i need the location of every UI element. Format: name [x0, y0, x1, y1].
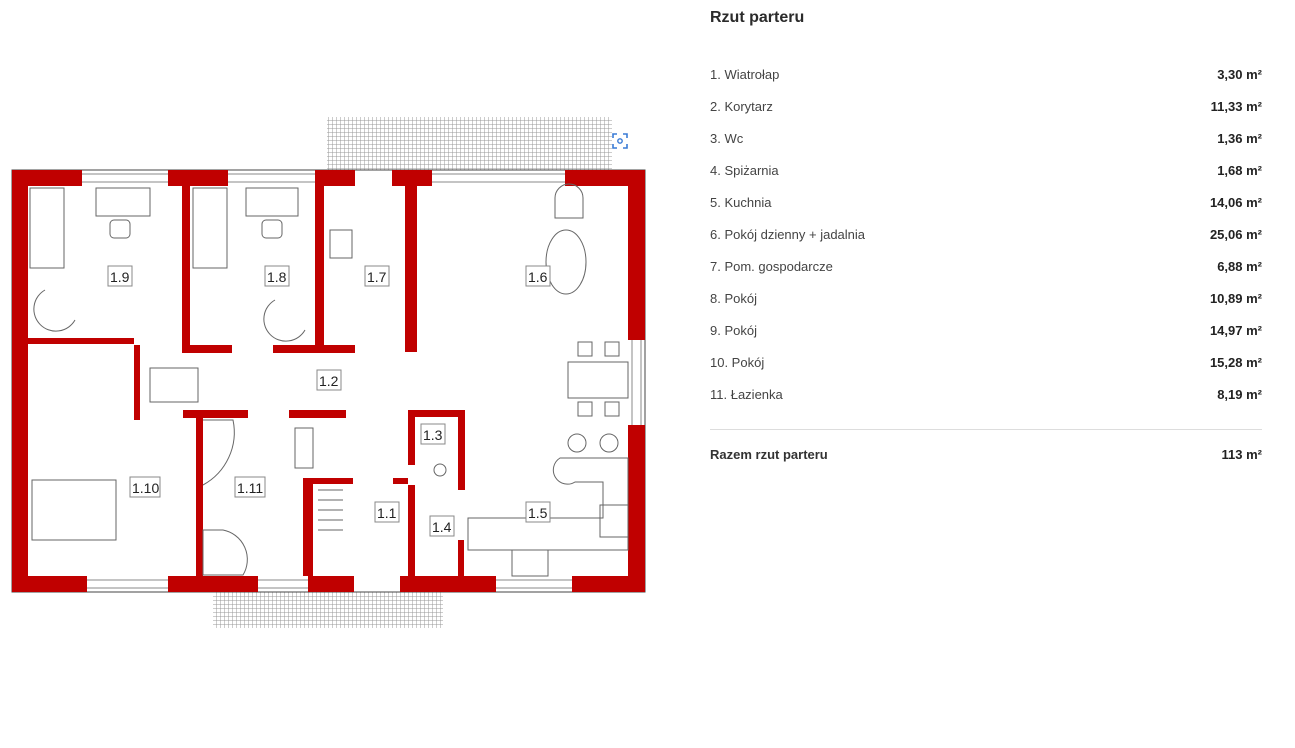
room-row: 8. Pokój 10,89 m²: [710, 288, 1262, 308]
room-labels: 1.9 1.8 1.7 1.6 1.2 1.3 1.10 1.11 1.1 1.…: [107, 265, 551, 537]
total-area: 113 m²: [1221, 446, 1262, 462]
room-area: 25,06 m²: [1209, 226, 1262, 242]
room-row: 3. Wc 1,36 m²: [710, 128, 1262, 148]
room-area: 8,19 m²: [1217, 386, 1262, 402]
furniture: [29, 183, 629, 577]
room-name: 1. Wiatrołap: [710, 66, 780, 82]
room-area: 3,30 m²: [1217, 66, 1262, 82]
room-area: 14,97 m²: [1209, 322, 1262, 338]
room-label-1-7: 1.7: [367, 269, 387, 285]
room-area: 10,89 m²: [1209, 290, 1262, 306]
room-area: 14,06 m²: [1209, 194, 1262, 210]
room-label-1-5: 1.5: [528, 505, 548, 521]
terrace-bottom: [213, 592, 443, 628]
room-label-1-4: 1.4: [432, 519, 452, 535]
room-name: 9. Pokój: [710, 322, 757, 338]
room-name: 8. Pokój: [710, 290, 757, 306]
room-row: 7. Pom. gospodarcze 6,88 m²: [710, 256, 1262, 276]
room-row: 10. Pokój 15,28 m²: [710, 352, 1262, 372]
room-row: 5. Kuchnia 14,06 m²: [710, 192, 1262, 212]
room-row: 2. Korytarz 11,33 m²: [710, 96, 1262, 116]
room-label-1-2: 1.2: [319, 373, 339, 389]
room-row: 11. Łazienka 8,19 m²: [710, 384, 1262, 404]
room-label-1-9: 1.9: [110, 269, 130, 285]
room-row: 4. Spiżarnia 1,68 m²: [710, 160, 1262, 180]
room-name: 2. Korytarz: [710, 98, 773, 114]
room-label-1-3: 1.3: [423, 427, 443, 443]
room-name: 3. Wc: [710, 130, 744, 146]
room-area: 11,33 m²: [1210, 98, 1262, 114]
room-area: 6,88 m²: [1217, 258, 1262, 274]
room-label-1-1: 1.1: [377, 505, 397, 521]
room-name: 6. Pokój dzienny + jadalnia: [710, 226, 866, 242]
floor-plan: 1.9 1.8 1.7 1.6 1.2 1.3 1.10 1.11 1.1 1.…: [11, 117, 646, 628]
room-name: 11. Łazienka: [710, 386, 783, 402]
room-area: 1,68 m²: [1217, 162, 1262, 178]
room-row: 6. Pokój dzienny + jadalnia 25,06 m²: [710, 224, 1262, 244]
divider: [710, 429, 1262, 430]
walls: [12, 170, 645, 592]
room-label-1-10: 1.10: [132, 480, 159, 496]
total-row: Razem rzut parteru 113 m²: [710, 444, 1262, 464]
room-name: 5. Kuchnia: [710, 194, 772, 210]
room-label-1-11: 1.11: [237, 480, 263, 496]
room-label-1-6: 1.6: [528, 269, 548, 285]
room-name: 10. Pokój: [710, 354, 765, 370]
fullscreen-scan-icon[interactable]: [611, 132, 629, 150]
room-name: 4. Spiżarnia: [710, 162, 779, 178]
room-row: 1. Wiatrołap 3,30 m²: [710, 64, 1262, 84]
room-label-1-8: 1.8: [267, 269, 287, 285]
room-name: 7. Pom. gospodarcze: [710, 258, 833, 274]
terrace-top: [327, 117, 612, 170]
room-area: 1,36 m²: [1217, 130, 1262, 146]
panel-title: Rzut parteru: [710, 9, 805, 26]
room-row: 9. Pokój 14,97 m²: [710, 320, 1262, 340]
room-area: 15,28 m²: [1209, 354, 1262, 370]
total-label: Razem rzut parteru: [710, 446, 828, 462]
